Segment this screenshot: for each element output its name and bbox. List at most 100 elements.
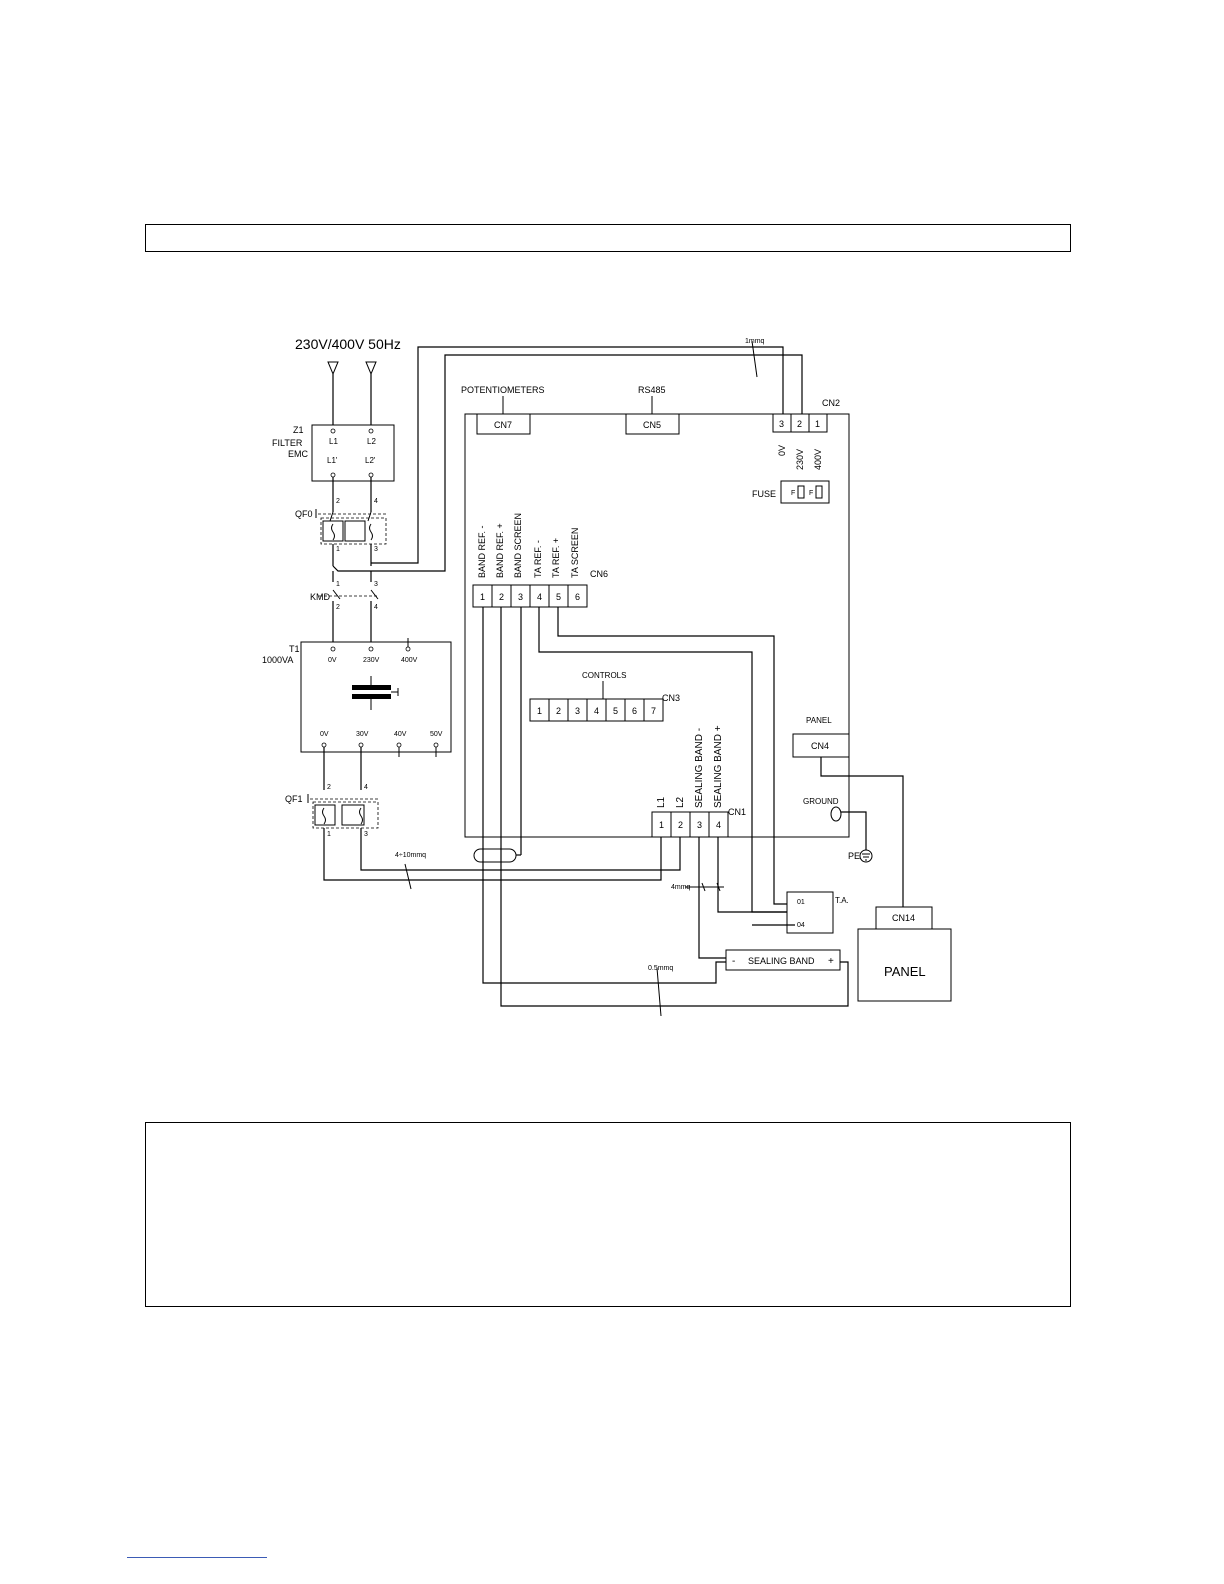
diagram-label: 4	[537, 592, 542, 602]
diagram-label: 230V	[795, 449, 805, 470]
diagram-label: 04	[797, 922, 805, 929]
diagram-label: 3	[697, 820, 702, 830]
diagram-label: BAND REF. +	[495, 523, 505, 578]
diagram-label: SEALING BAND -	[694, 728, 705, 808]
diagram-label: 6	[632, 706, 637, 716]
diagram-label: CN1	[728, 807, 746, 817]
diagram-label: 01	[797, 899, 805, 906]
diagram-label: 4mmq	[671, 884, 691, 891]
diagram-label: 1	[815, 419, 820, 429]
diagram-label: EMC	[288, 449, 309, 459]
diagram-label: T.A.	[835, 896, 849, 905]
diagram-label: -	[732, 956, 735, 967]
diagram-label: 0V	[777, 445, 787, 456]
diagram-label: 1	[336, 581, 340, 588]
notes-frame	[145, 1122, 1071, 1307]
qf1-breaker	[312, 801, 379, 829]
diagram-label: 3	[374, 546, 378, 553]
diagram-label: 3	[575, 706, 580, 716]
cn5-connector	[625, 413, 680, 435]
diagram-label: 2	[678, 820, 683, 830]
diagram-label: 5	[556, 592, 561, 602]
diagram-label: 0V	[328, 657, 337, 664]
diagram-label: 4	[716, 820, 721, 830]
diagram-label: 0V	[320, 731, 329, 738]
operator-panel	[857, 928, 952, 1002]
diagram-label: 1mmq	[745, 338, 765, 345]
diagram-label: 1	[659, 820, 664, 830]
sealing-band	[725, 949, 841, 971]
footnote-separator	[127, 1557, 267, 1558]
filter-emc-box	[311, 424, 395, 482]
current-transformer-ta	[786, 891, 834, 934]
diagram-label: F	[791, 490, 795, 497]
diagram-label: +	[828, 956, 834, 967]
diagram-label: 4	[594, 706, 599, 716]
diagram-label: QF1	[285, 794, 303, 804]
pe-earth-symbol	[859, 849, 873, 863]
diagram-label: 50V	[430, 731, 443, 738]
diagram-label: 4	[374, 604, 378, 611]
diagram-label: 400V	[401, 657, 418, 664]
diagram-label: CN3	[662, 693, 680, 703]
diagram-label: BAND REF. -	[477, 525, 487, 578]
diagram-label: 4÷10mmq	[395, 852, 426, 859]
diagram-label: 2	[336, 604, 340, 611]
qf0-breaker	[320, 517, 387, 545]
diagram-label: RS485	[638, 385, 666, 395]
diagram-label: 6	[575, 592, 580, 602]
diagram-label: CN14	[892, 913, 915, 923]
diagram-label: T1	[289, 644, 300, 654]
diagram-label: 2	[327, 784, 331, 791]
diagram-label: 2	[797, 419, 802, 429]
diagram-label: 1000VA	[262, 655, 293, 665]
diagram-label: GROUND	[803, 797, 839, 806]
cn7-connector	[476, 413, 531, 435]
wiring-diagram: 230V/400V 50Hz Z1 FILTER EMC L1 L2 L1' L…	[262, 336, 952, 1017]
supply-label: 230V/400V 50Hz	[295, 336, 401, 352]
diagram-label: CONTROLS	[582, 671, 626, 680]
diagram-label: L1	[329, 437, 338, 446]
diagram-label: 2	[336, 498, 340, 505]
diagram-label: PE	[848, 851, 860, 861]
diagram-label: SEALING BAND	[748, 956, 815, 966]
diagram-label: 400V	[813, 449, 823, 470]
diagram-label: CN7	[494, 420, 512, 430]
diagram-label: L2	[675, 796, 686, 808]
diagram-label: 230V	[363, 657, 380, 664]
diagram-label: Z1	[293, 425, 304, 435]
cn6-connector: 1 2 3 4 5 6 CN6 BAND REF. - BAND REF. + …	[472, 513, 608, 608]
diagram-label: CN2	[822, 398, 840, 408]
diagram-label: 1	[537, 706, 542, 716]
diagram-label: PANEL	[806, 716, 832, 725]
diagram-label: CN4	[811, 741, 829, 751]
header-frame	[145, 224, 1071, 252]
diagram-label: KMD	[310, 592, 331, 602]
diagram-label: 0.5mmq	[648, 965, 673, 972]
diagram-label: TA REF. -	[533, 540, 543, 578]
diagram-label: 40V	[394, 731, 407, 738]
diagram-label: 4	[374, 498, 378, 505]
diagram-label: 1	[336, 546, 340, 553]
diagram-label: 2	[556, 706, 561, 716]
diagram-label: 7	[651, 706, 656, 716]
cn3-connector: 1 2 3 4 5 6 7 CN3	[529, 693, 680, 722]
supply-arrow-l2	[365, 361, 377, 376]
diagram-label: TA SCREEN	[570, 528, 580, 578]
diagram-label: 5	[613, 706, 618, 716]
diagram-label: BAND SCREEN	[513, 513, 523, 578]
diagram-label: 3	[518, 592, 523, 602]
diagram-label: 4	[364, 784, 368, 791]
diagram-label: 30V	[356, 731, 369, 738]
diagram-label: L2	[367, 437, 376, 446]
cn1-connector: 1 2 3 4 CN1 L1 L2 SEALING BAND - SEALING…	[651, 725, 746, 838]
diagram-label: POTENTIOMETERS	[461, 385, 545, 395]
diagram-label: FILTER	[272, 438, 303, 448]
control-board	[464, 413, 850, 838]
transformer-core	[352, 685, 391, 690]
diagram-label: 3	[374, 581, 378, 588]
diagram-label: QF0	[295, 509, 313, 519]
diagram-label: TA REF. +	[551, 538, 561, 578]
diagram-label: CN6	[590, 569, 608, 579]
